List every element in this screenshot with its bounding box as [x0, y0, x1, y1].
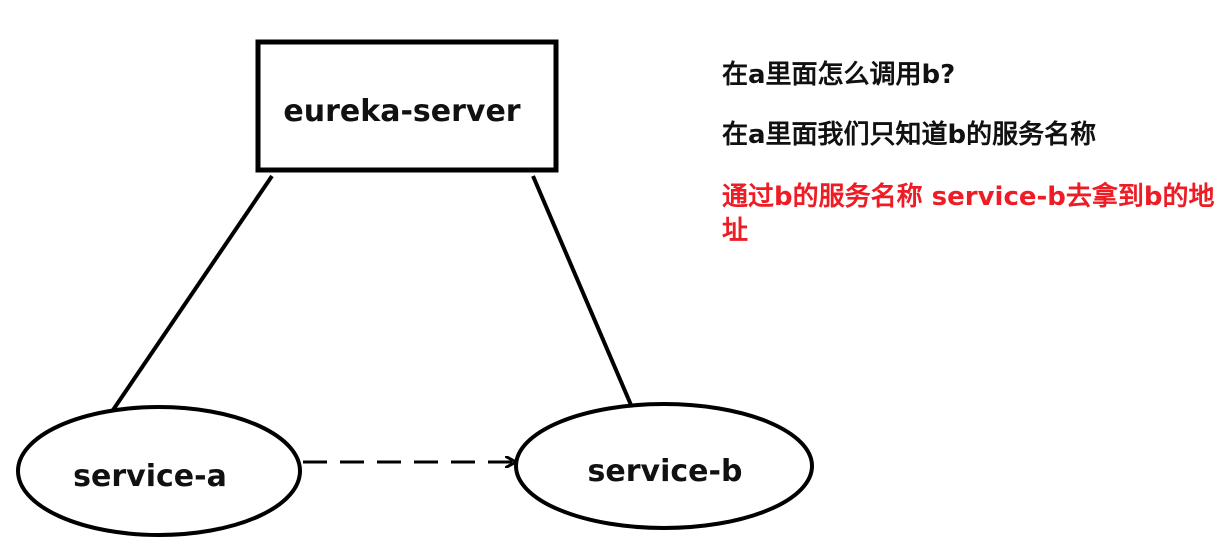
connector-server-to-service-a	[111, 174, 274, 412]
eureka-server-node: eureka-server	[255, 39, 559, 173]
service-a-ellipse	[16, 405, 302, 537]
known-note: 在a里面我们只知道b的服务名称	[722, 120, 1097, 150]
answer-note: 通过b的服务名称 service-b去拿到b的地址	[722, 182, 1215, 246]
service-b-label: service-b	[588, 454, 743, 489]
eureka-server-box	[255, 39, 559, 173]
service-b-node: service-b	[514, 402, 814, 530]
question-note: 在a里面怎么调用b?	[722, 60, 956, 90]
service-a-label: service-a	[73, 459, 227, 494]
service-a-node: service-a	[16, 405, 302, 537]
connector-server-to-service-b	[531, 175, 633, 406]
eureka-server-label: eureka-server	[283, 94, 520, 129]
service-b-ellipse	[514, 402, 814, 530]
